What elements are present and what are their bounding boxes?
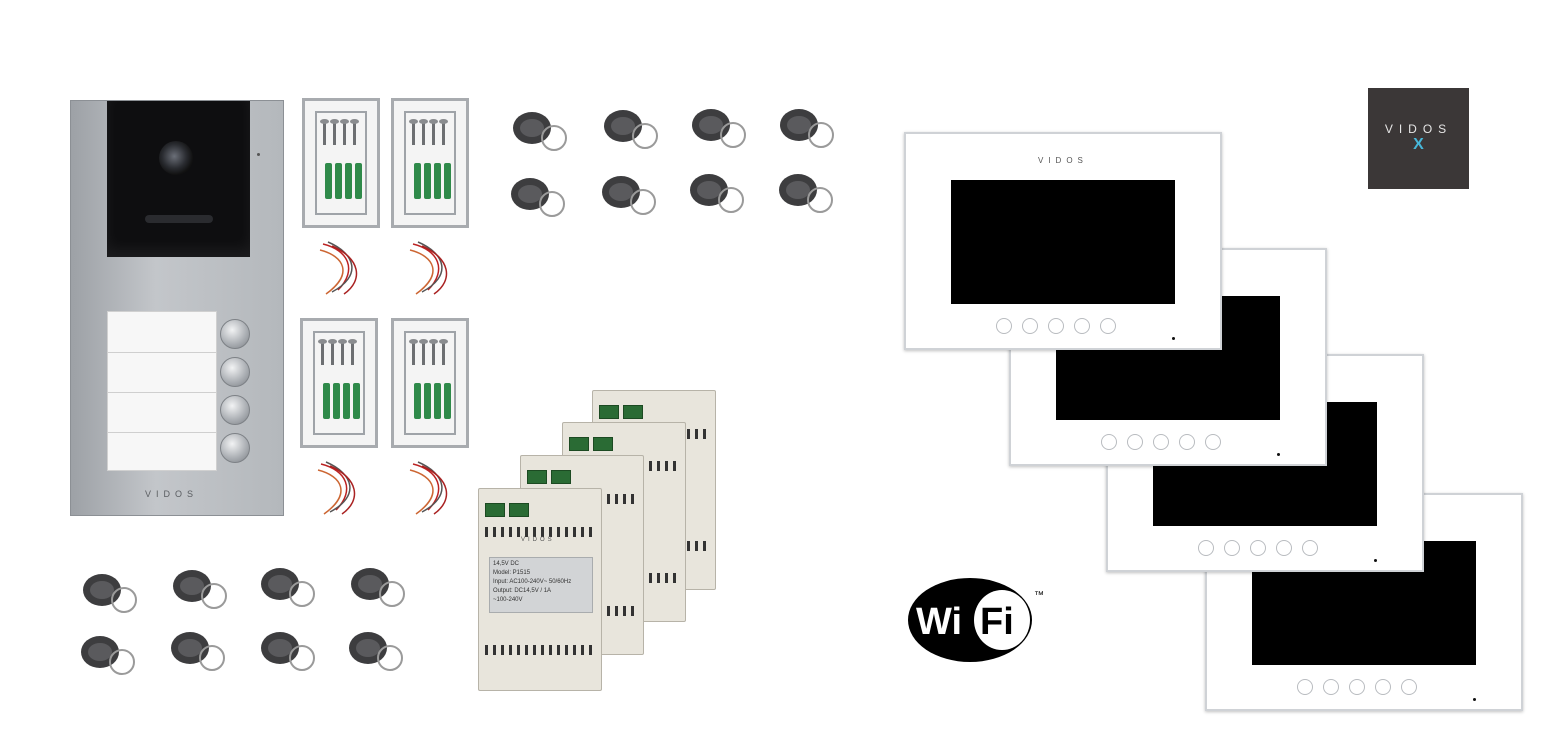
call-button-4[interactable] bbox=[220, 433, 250, 463]
wifi-text-right: Fi bbox=[980, 601, 1014, 643]
rfid-key-fob-icon bbox=[81, 636, 135, 675]
spec-input: Input: AC100-240V~ 50/60Hz bbox=[493, 579, 572, 585]
wire-bundle-icon bbox=[319, 241, 358, 295]
rfid-key-fob-icon bbox=[349, 632, 403, 671]
status-led bbox=[1277, 453, 1280, 456]
rfid-key-fob-icon bbox=[351, 568, 405, 607]
indoor-monitor: VIDOS bbox=[904, 132, 1222, 350]
wifi-text-left: Wi bbox=[916, 601, 962, 643]
wire-bundle-icon bbox=[317, 461, 356, 515]
name-plate bbox=[107, 311, 217, 471]
power-supply-front: VIDOS 14,5V DC Model: P1515 Input: AC100… bbox=[478, 488, 602, 691]
rfid-key-fob-icon bbox=[779, 174, 833, 213]
monitor-key[interactable] bbox=[1198, 540, 1214, 556]
monitor-key[interactable] bbox=[1375, 679, 1391, 695]
logo-wordmark: VIDOS bbox=[1384, 122, 1453, 136]
monitor-key[interactable] bbox=[1127, 434, 1143, 450]
spec-range: ~100-240V bbox=[493, 597, 523, 603]
mounting-box bbox=[302, 98, 380, 228]
camera-lens-icon bbox=[159, 141, 193, 175]
monitor-key[interactable] bbox=[1074, 318, 1090, 334]
rfid-key-fob-icon bbox=[513, 112, 567, 151]
monitor-screen bbox=[951, 180, 1175, 304]
wifi-logo-icon: Wi Fi ™ bbox=[908, 578, 1044, 662]
speaker-slot bbox=[145, 215, 213, 223]
status-led bbox=[1473, 698, 1476, 701]
camera-module bbox=[107, 101, 260, 257]
wifi-trademark: ™ bbox=[1034, 590, 1044, 601]
spec-output: Output: DC14,5V / 1A bbox=[493, 588, 552, 594]
monitor-key[interactable] bbox=[1153, 434, 1169, 450]
monitor-key[interactable] bbox=[1349, 679, 1365, 695]
vidos-x-logo: VIDOS X bbox=[1368, 88, 1469, 189]
monitor-key[interactable] bbox=[1179, 434, 1195, 450]
monitor-key[interactable] bbox=[1250, 540, 1266, 556]
call-button-1[interactable] bbox=[220, 319, 250, 349]
logo-x-mark: X bbox=[1413, 136, 1424, 153]
monitor-key[interactable] bbox=[1323, 679, 1339, 695]
rfid-key-fob-icon bbox=[604, 110, 658, 149]
monitor-key[interactable] bbox=[1297, 679, 1313, 695]
rfid-key-fob-icon bbox=[261, 568, 315, 607]
monitor-key[interactable] bbox=[1401, 679, 1417, 695]
call-button-2[interactable] bbox=[220, 357, 250, 387]
monitor-key[interactable] bbox=[1101, 434, 1117, 450]
rfid-key-fob-icon bbox=[602, 176, 656, 215]
sensor-dot bbox=[257, 153, 260, 156]
rfid-key-fob-icon bbox=[780, 109, 834, 148]
wire-bundle-icon bbox=[409, 241, 448, 295]
rfid-key-fob-icon bbox=[173, 570, 227, 609]
call-button-3[interactable] bbox=[220, 395, 250, 425]
rfid-key-fob-icon bbox=[692, 109, 746, 148]
spec-model: Model: P1515 bbox=[493, 570, 531, 576]
spec-voltage: 14,5V DC bbox=[493, 561, 520, 567]
rfid-key-fob-icon bbox=[171, 632, 225, 671]
wire-bundle-icon bbox=[409, 461, 448, 515]
door-station-panel: VIDOS bbox=[70, 100, 284, 516]
monitor-key[interactable] bbox=[1276, 540, 1292, 556]
monitor-key[interactable] bbox=[1022, 318, 1038, 334]
mounting-box bbox=[300, 318, 378, 448]
monitor-key[interactable] bbox=[1302, 540, 1318, 556]
monitor-key[interactable] bbox=[1205, 434, 1221, 450]
rfid-key-fob-icon bbox=[690, 174, 744, 213]
rfid-key-fob-icon bbox=[83, 574, 137, 613]
mounting-box bbox=[391, 98, 469, 228]
mounting-box bbox=[391, 318, 469, 448]
door-station-brand: VIDOS bbox=[145, 489, 199, 499]
rfid-key-fob-icon bbox=[261, 632, 315, 671]
monitor-key[interactable] bbox=[996, 318, 1012, 334]
monitor-key[interactable] bbox=[1224, 540, 1240, 556]
power-supply-brand: VIDOS bbox=[521, 537, 555, 543]
monitor-key[interactable] bbox=[1048, 318, 1064, 334]
monitor-brand: VIDOS bbox=[1038, 156, 1088, 165]
power-supply-spec-label: 14,5V DC Model: P1515 Input: AC100-240V~… bbox=[489, 557, 593, 613]
rfid-key-fob-icon bbox=[511, 178, 565, 217]
status-led bbox=[1374, 559, 1377, 562]
monitor-key[interactable] bbox=[1100, 318, 1116, 334]
status-led bbox=[1172, 337, 1175, 340]
